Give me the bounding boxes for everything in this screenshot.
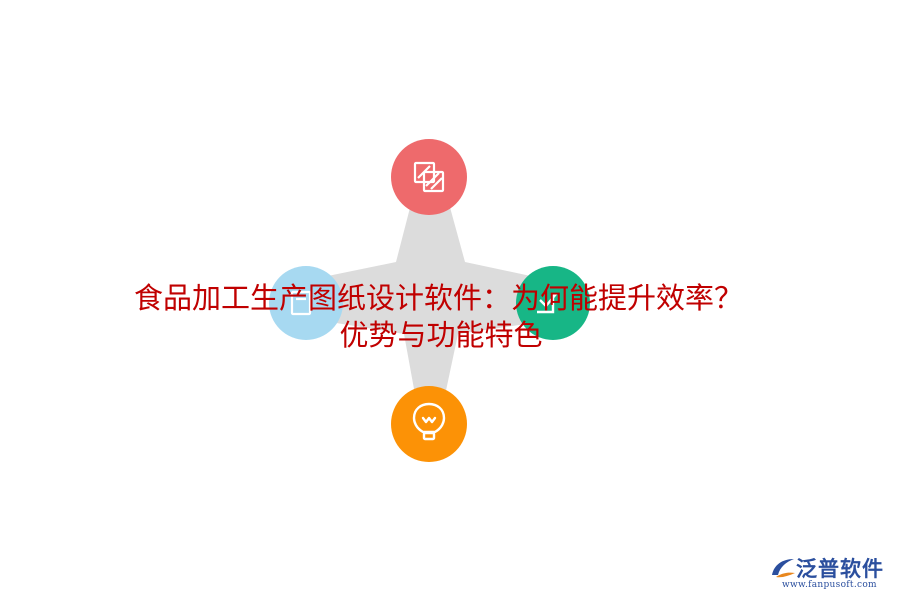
node-top [391,139,467,215]
logo-swoosh-icon [772,559,795,578]
title-line-2: 优势与功能特色 [339,318,543,353]
node-left [269,266,343,340]
node-bottom [391,386,467,462]
diagram-title: 食品加工生产图纸设计软件：为何能提升效率？ 优势与功能特色 [0,280,900,354]
logo-url: www.fanpusoft.com [782,580,877,590]
node-right [516,266,590,340]
title-line-1: 食品加工生产图纸设计软件：为何能提升效率？ [133,281,743,315]
logo-name: 泛普软件 [796,557,884,581]
document-icon [290,290,312,316]
stacked-squares-icon [413,161,445,193]
lightbulb-icon [412,402,446,441]
fanpu-logo: 泛普软件 www.fanpusoft.com [768,553,894,593]
star-connector-shape [318,200,540,400]
checkbox-icon [537,293,557,314]
